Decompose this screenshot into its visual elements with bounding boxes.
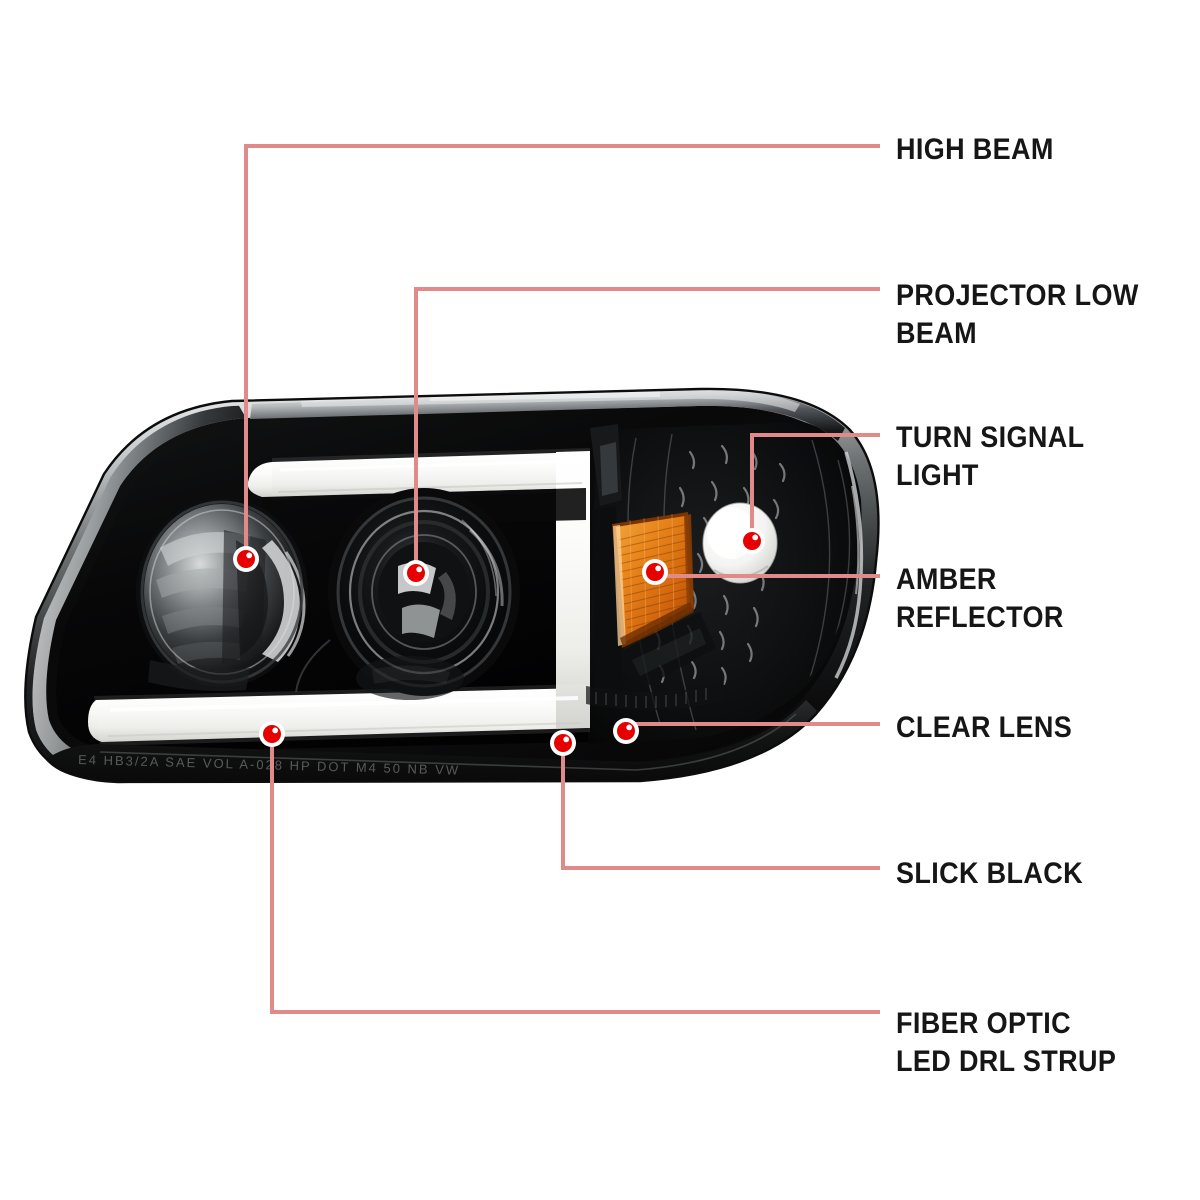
callout-label-slick-black: SLICK BLACK [896, 857, 1083, 890]
lens-top-chrome-edge [250, 388, 845, 441]
amber-reflector [612, 512, 694, 650]
high-beam-reflector [136, 497, 308, 687]
callout-label-clear-lens: CLEAR LENS [896, 711, 1073, 744]
clear-lens-body [25, 388, 879, 782]
callout-label-amber-reflector: AMBER REFLECTOR [896, 563, 1064, 635]
lens-left-edge-highlight [32, 404, 246, 776]
bottom-rim [46, 700, 818, 782]
lower-grille-texture [586, 682, 724, 711]
callout-label-fiber-optic-led-drl-strup: FIBER OPTIC LED DRL STRUP [896, 1007, 1117, 1079]
lower-reflector-detail [148, 639, 464, 700]
turn-signal-bulb [702, 502, 778, 584]
slick-black-housing [46, 405, 859, 762]
turn-signal-chamber [588, 422, 864, 744]
callout-label-projector-low-beam: PROJECTOR LOW BEAM [896, 279, 1139, 351]
chamber-divider-wall [590, 424, 622, 704]
main-inner-chamber [56, 420, 590, 752]
callout-label-turn-signal-light: TURN SIGNAL LIGHT [896, 421, 1084, 493]
callout-label-high-beam: HIGH BEAM [896, 133, 1054, 166]
lens-outer-outline [24, 387, 880, 784]
svg-text:E4 HB3/2A SAE VOL A-028 HP: E4 HB3/2A SAE VOL A-028 HP DOT M4 50 NB … [78, 752, 460, 778]
fiber-optic-led-drl-strip [88, 448, 590, 746]
dot-certification-marking: E4 HB3/2A SAE VOL A-028 HP DOT M4 50 NB … [78, 752, 460, 778]
chamber-shadow-band [262, 488, 586, 528]
projector-low-beam-lens [328, 488, 520, 696]
amber-reflector-bracket [622, 612, 716, 690]
